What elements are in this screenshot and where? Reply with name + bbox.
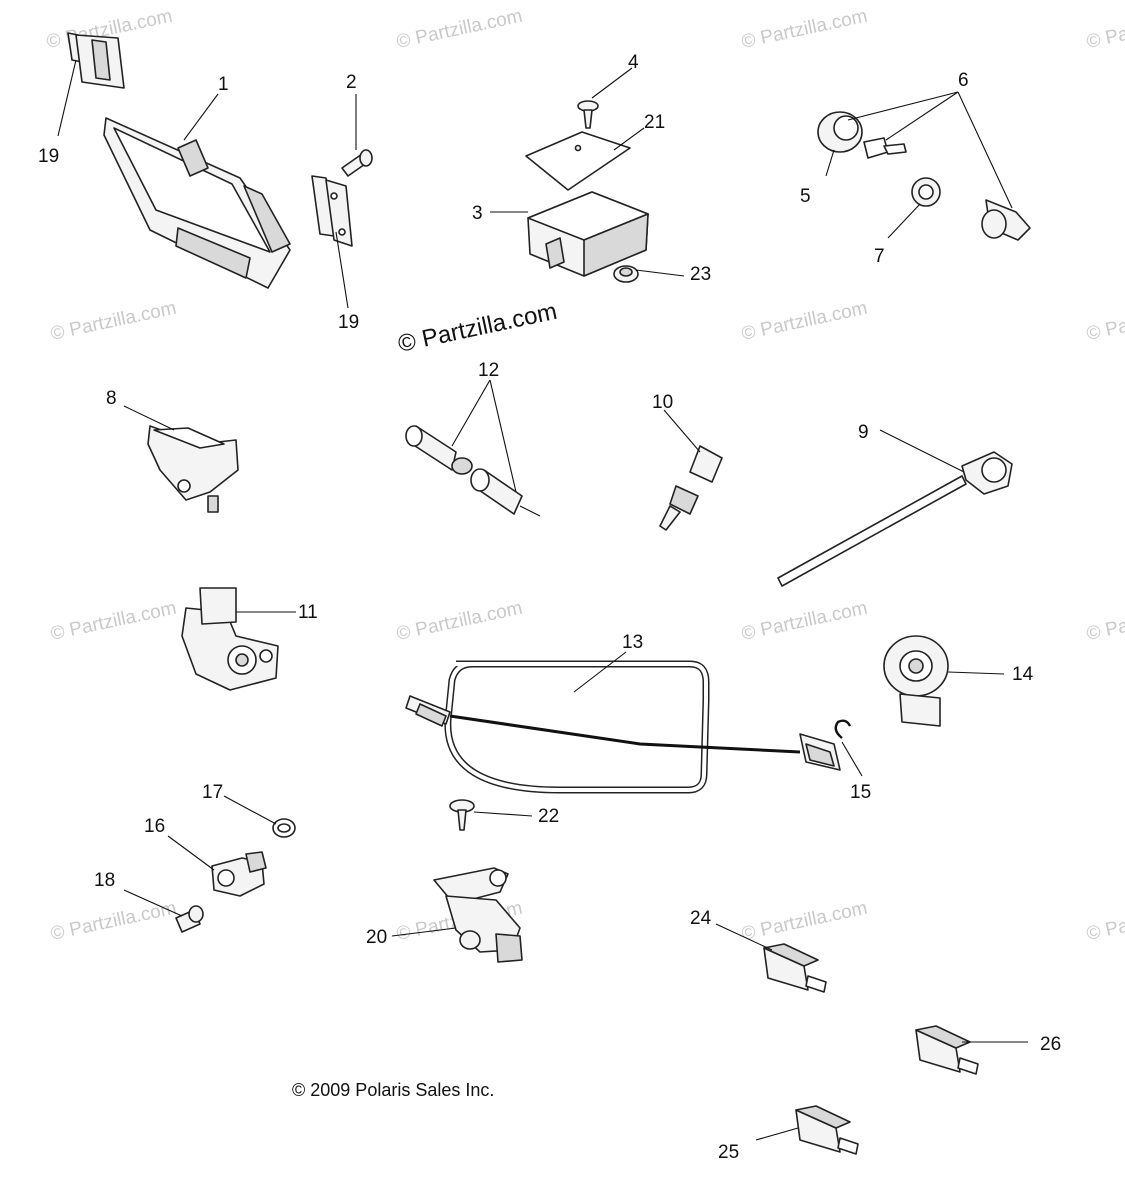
bolt-18 [175,905,204,933]
idle-air-control-20 [433,867,523,963]
harness-13 [405,660,841,794]
callout-20: 20 [366,927,387,948]
callout-21: 21 [644,112,665,133]
ecu-1 [103,117,291,289]
copyright-text: © 2009 Polaris Sales Inc. [292,1080,494,1100]
watermark: © Partzilla.com [395,598,525,645]
callout-25: 25 [718,1142,739,1163]
watermark: © Partzilla.com [1085,598,1125,645]
callout-5: 5 [800,186,811,207]
callout-8: 8 [106,388,117,409]
callout-23: 23 [690,264,711,285]
bracket-19-right [311,175,353,247]
watermark: © Partzilla.com [395,6,525,53]
callout-3: 3 [472,203,483,224]
callout-12: 12 [478,360,499,381]
switch-24 [763,943,827,993]
callout-4: 4 [628,52,639,73]
callout-1: 1 [218,74,229,95]
throttle-position-sensor-11 [181,587,279,691]
callout-24: 24 [690,908,712,929]
screw-22 [449,799,475,831]
cover-plate-21 [525,131,631,191]
switch-body-6 [981,199,1031,241]
o2-sensor-9 [777,451,1013,587]
key-6 [863,137,907,159]
callout-labels: 1 2 3 4 5 6 7 8 9 10 11 12 13 14 15 16 1… [38,52,1061,1163]
watermark: © Partzilla.com [49,298,179,345]
watermark-center: © Partzilla.com [396,298,560,358]
watermark: © Partzilla.com [1085,898,1125,945]
callout-17: 17 [202,782,223,803]
module-3 [527,191,649,277]
callout-22: 22 [538,806,559,827]
callout-9: 9 [858,422,869,443]
plug-23 [613,265,639,283]
speed-sensor-16 [211,851,267,897]
fuse-12a [405,425,473,475]
bolt-2 [341,149,373,177]
callout-6: 6 [958,70,969,91]
callout-7: 7 [874,246,885,267]
callout-13: 13 [622,632,643,653]
fuse-12b [470,468,541,517]
callout-11: 11 [298,602,318,623]
ignition-switch-5 [817,111,863,153]
washer-17 [272,818,296,838]
callout-18: 18 [94,870,115,891]
watermark: © Partzilla.com [49,898,179,945]
callout-10: 10 [652,392,673,413]
watermark: © Partzilla.com [49,598,179,645]
screw-4 [577,100,599,129]
nut-7 [911,177,941,207]
knock-sensor-14 [883,635,949,727]
callout-19-left: 19 [38,146,59,167]
watermark: © Partzilla.com [740,6,870,53]
bracket-19-left [67,32,125,89]
watermark: © Partzilla.com [740,298,870,345]
callout-15: 15 [850,782,871,803]
callout-26: 26 [1040,1034,1061,1055]
clip-15 [834,719,852,739]
callout-2: 2 [346,72,357,93]
watermark: © Partzilla.com [1085,298,1125,345]
callout-16: 16 [144,816,165,837]
switch-25 [795,1105,859,1155]
watermark: © Partzilla.com [740,898,870,945]
map-sensor-8 [147,425,239,513]
watermark: © Partzilla.com [740,598,870,645]
callout-14: 14 [1012,664,1034,685]
leader-lines [57,59,1028,1141]
switch-26 [915,1025,979,1075]
temp-sensor-10 [659,445,723,531]
watermark: © Partzilla.com [1085,6,1125,53]
callout-19-right: 19 [338,312,359,333]
